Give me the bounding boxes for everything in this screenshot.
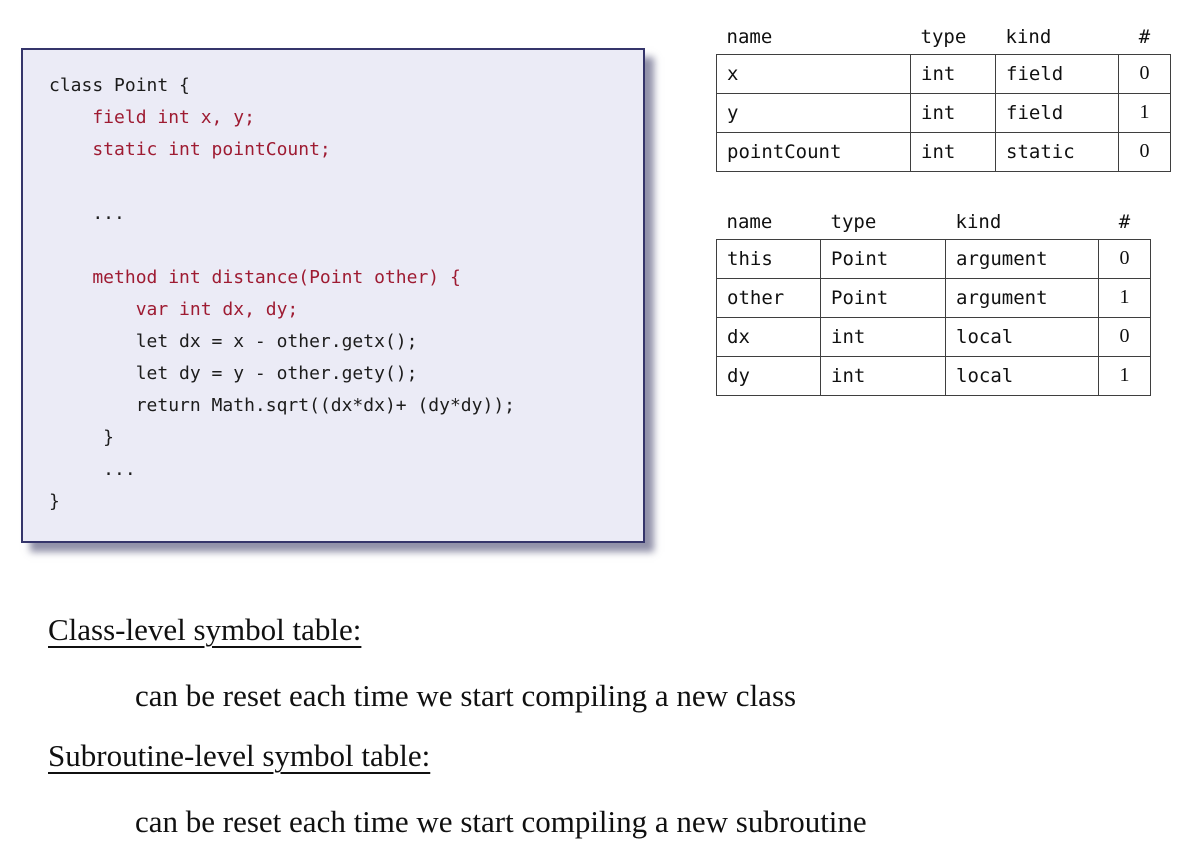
cell-kind: field — [995, 92, 1119, 133]
cell-index: 1 — [1098, 277, 1151, 318]
cell-type: int — [910, 92, 996, 133]
table-row: pointCount int static 0 — [716, 131, 1171, 172]
code-line: method int distance(Point other) { — [49, 267, 461, 288]
cell-kind: local — [945, 316, 1099, 357]
col-header-name: name — [726, 25, 773, 48]
code-line — [49, 166, 635, 198]
cell-type: int — [910, 131, 996, 172]
col-header-name: name — [726, 210, 773, 233]
table-row: this Point argument 0 — [716, 238, 1151, 279]
subroutine-table-heading: Subroutine-level symbol table: — [48, 738, 431, 773]
cell-index: 1 — [1118, 92, 1171, 133]
header-row: name type kind # — [717, 22, 1171, 54]
code-line: class Point { — [49, 75, 190, 96]
col-header-type: type — [920, 25, 967, 48]
class-symbol-table: name type kind # x int field 0 y int fie… — [716, 22, 1171, 172]
cell-name: this — [716, 238, 821, 279]
table-row: y int field 1 — [716, 92, 1171, 133]
cell-name: y — [716, 92, 911, 133]
table-row: x int field 0 — [716, 53, 1171, 94]
cell-kind: field — [995, 53, 1119, 94]
code-line: } — [49, 491, 60, 512]
code-line: var int dx, dy; — [49, 299, 299, 320]
code-line: ... — [49, 203, 125, 224]
cell-type: Point — [820, 277, 946, 318]
cell-kind: local — [945, 355, 1099, 396]
cell-name: pointCount — [716, 131, 911, 172]
cell-index: 1 — [1098, 355, 1151, 396]
code-line: field int x, y; — [49, 107, 255, 128]
class-table-heading: Class-level symbol table: — [48, 612, 362, 647]
class-table-body: x int field 0 y int field 1 pointCount i… — [716, 53, 1171, 172]
col-header-kind: kind — [955, 210, 1002, 233]
cell-type: int — [910, 53, 996, 94]
class-table-note: can be reset each time we start compilin… — [135, 678, 797, 713]
cell-name: x — [716, 53, 911, 94]
code-line: let dy = y - other.gety(); — [49, 363, 418, 384]
subroutine-table-body: this Point argument 0 other Point argume… — [716, 238, 1151, 396]
cell-name: dy — [716, 355, 821, 396]
cell-name: other — [716, 277, 821, 318]
col-header-type: type — [830, 210, 877, 233]
subroutine-symbol-table: name type kind # this Point argument 0 o… — [716, 207, 1151, 396]
header-row: name type kind # — [717, 207, 1151, 239]
code-line — [49, 230, 635, 262]
cell-kind: argument — [945, 277, 1099, 318]
cell-type: int — [820, 316, 946, 357]
code-line: let dx = x - other.getx(); — [49, 331, 418, 352]
table-row: other Point argument 1 — [716, 277, 1151, 318]
table-row: dy int local 1 — [716, 355, 1151, 396]
subroutine-table-note: can be reset each time we start compilin… — [135, 804, 867, 839]
col-header-kind: kind — [1005, 25, 1052, 48]
cell-index: 0 — [1098, 316, 1151, 357]
cell-kind: argument — [945, 238, 1099, 279]
cell-index: 0 — [1118, 53, 1171, 94]
cell-kind: static — [995, 131, 1119, 172]
col-header-index: # — [1138, 25, 1151, 48]
cell-type: int — [820, 355, 946, 396]
cell-type: Point — [820, 238, 946, 279]
code-line: return Math.sqrt((dx*dx)+ (dy*dy)); — [49, 395, 515, 416]
cell-index: 0 — [1098, 238, 1151, 279]
code-panel: class Point { field int x, y; static int… — [21, 48, 645, 543]
cell-index: 0 — [1118, 131, 1171, 172]
code-line: ... — [49, 459, 136, 480]
code-line: } — [49, 427, 115, 448]
col-header-index: # — [1118, 210, 1131, 233]
table-row: dx int local 0 — [716, 316, 1151, 357]
cell-name: dx — [716, 316, 821, 357]
code-line: static int pointCount; — [49, 139, 331, 160]
